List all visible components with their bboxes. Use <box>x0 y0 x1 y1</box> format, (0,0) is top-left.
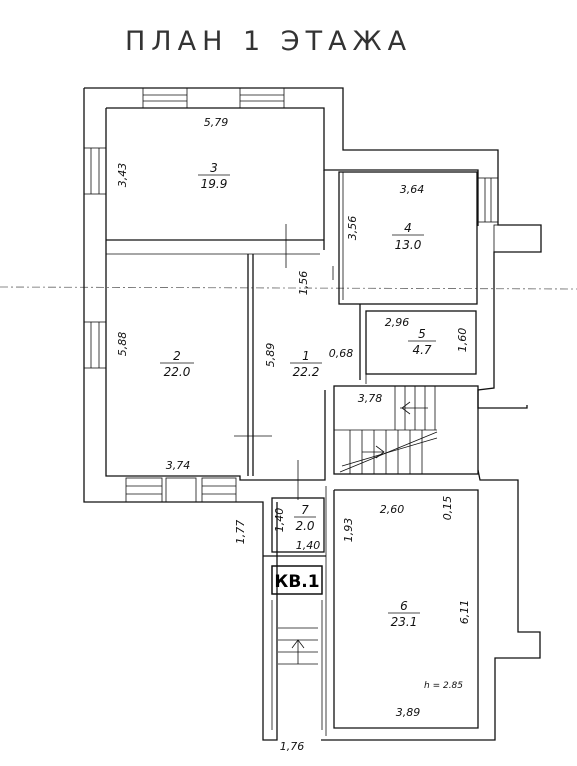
room-number: 3 <box>210 161 218 175</box>
plan-title: ПЛАН 1 ЭТАЖА <box>125 26 412 57</box>
dimension-label: 1,93 <box>342 518 355 543</box>
dimension-label: 2,96 <box>385 316 410 329</box>
windows <box>83 87 542 503</box>
room-labels: 3 19.9 4 13.0 2 22.0 1 22.2 5 4.7 7 2.0 … <box>160 161 436 629</box>
room-area: 22.2 <box>293 365 320 379</box>
room-area: 2.0 <box>295 519 314 533</box>
dimension-label: 1,76 <box>280 740 305 753</box>
dimension-label: 3,74 <box>166 459 191 472</box>
room-number: 7 <box>301 503 309 517</box>
room-number: 6 <box>400 599 408 613</box>
dimension-label: 3,43 <box>116 163 129 188</box>
dimension-label: 1,56 <box>297 271 310 296</box>
dimension-label: 1,40 <box>273 508 286 533</box>
dimension-label: 5,79 <box>204 116 229 129</box>
dimension-label: 3,89 <box>396 706 421 719</box>
dimension-label: 0,15 <box>441 496 454 521</box>
dimension-label: 3,56 <box>346 216 359 241</box>
door-marks <box>234 224 334 500</box>
stairs <box>278 386 438 665</box>
dimension-label: 0,68 <box>329 347 354 360</box>
room-number: 1 <box>302 349 310 363</box>
dimension-labels: 5,79 3,43 3,64 3,56 1,56 5,88 5,89 0,68 … <box>116 116 471 753</box>
room-area: 4.7 <box>412 343 431 357</box>
dimension-label: 1,60 <box>456 328 469 353</box>
room-number: 2 <box>173 349 181 363</box>
dimension-label: 3,64 <box>400 183 425 196</box>
dimension-label: 6,11 <box>458 600 471 625</box>
room-area: 19.9 <box>201 177 228 191</box>
dimension-label: 5,88 <box>116 332 129 357</box>
axis-line <box>0 286 577 290</box>
room-area: 23.1 <box>391 615 418 629</box>
dimension-label: 5,89 <box>264 343 277 368</box>
dimension-label: 2,60 <box>380 503 405 516</box>
apartment-label: КВ.1 <box>274 572 319 592</box>
room-number: 4 <box>404 221 412 235</box>
apartment-label-box <box>271 565 323 595</box>
room-area: 13.0 <box>395 238 422 252</box>
room-number: 5 <box>418 327 426 341</box>
room-area: 22.0 <box>164 365 191 379</box>
dimension-label: 1,77 <box>234 520 247 545</box>
ceiling-height: h = 2.85 <box>424 681 463 691</box>
dimension-label: 3,78 <box>358 392 383 405</box>
dimension-label: 1,40 <box>296 539 321 552</box>
walls <box>83 87 542 741</box>
